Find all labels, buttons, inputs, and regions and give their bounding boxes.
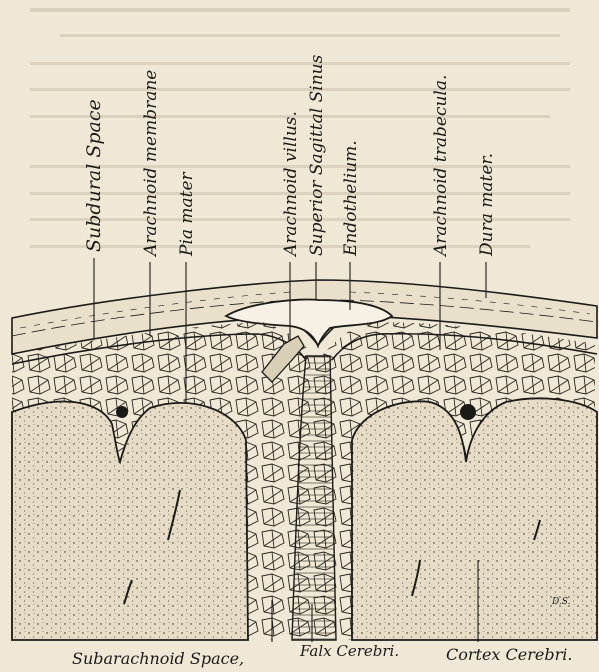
label-superior-sagittal-sinus: Superior Sagittal Sinus [307, 54, 327, 256]
label-arachnoid-villus: Arachnoid villus. [281, 111, 301, 258]
label-subarachnoid-space: Subarachnoid Space, [72, 649, 244, 668]
label-arachnoid-membrane: Arachnoid membrane [141, 70, 161, 258]
vessel-dot [116, 406, 128, 418]
label-falx-cerebri: Falx Cerebri. [299, 642, 399, 660]
artist-initials: D.S. [551, 597, 571, 607]
label-endothelium: Endothelium. [341, 140, 361, 257]
label-pia-mater: Pia mater [177, 171, 197, 257]
label-subdural-space: Subdural Space [83, 99, 105, 252]
label-dura-mater: Dura mater. [477, 153, 497, 257]
vessel-dot [460, 404, 476, 420]
label-arachnoid-trabecula: Arachnoid trabecula. [431, 75, 451, 258]
label-cortex-cerebri: Cortex Cerebri. [446, 645, 572, 664]
